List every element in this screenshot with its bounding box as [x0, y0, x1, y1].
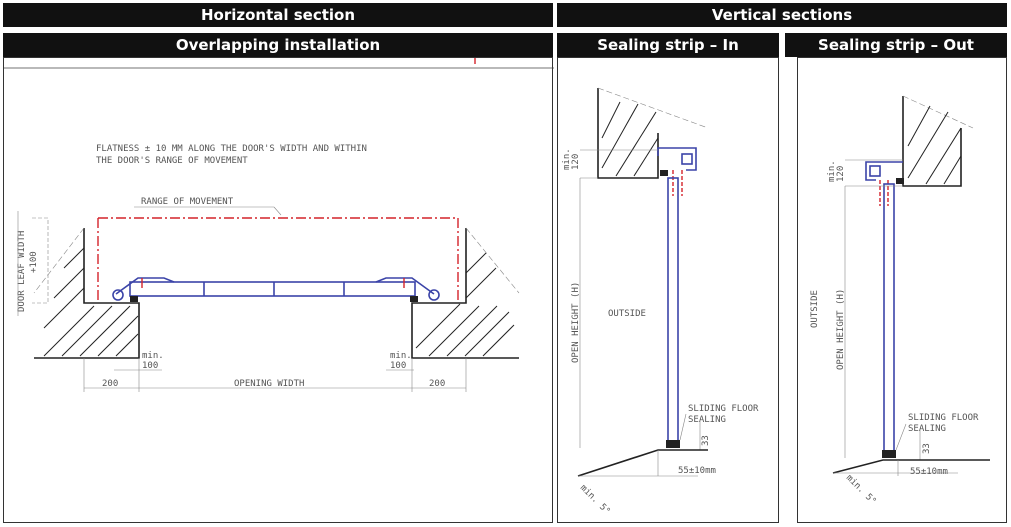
left-wall-outline — [34, 228, 140, 359]
header-vertical-sections: Vertical sections — [557, 3, 1007, 27]
right-wall-outline — [411, 228, 519, 359]
left-roller — [112, 289, 124, 301]
track-out-roller — [869, 165, 881, 177]
flatness-text-line1: FLATNESS ± 10 MM ALONG THE DOOR'S WIDTH … — [96, 144, 367, 154]
header-sealing-strip-in: Sealing strip – In — [557, 33, 779, 57]
track-in-roller — [681, 153, 693, 165]
right-guide-profile — [375, 277, 435, 295]
track-out-profile — [865, 161, 903, 181]
track-out-bracket — [896, 178, 904, 184]
sliding-floor-in-leader — [679, 413, 687, 441]
dim33-out: 33 — [922, 443, 932, 454]
header-overlapping-label: Overlapping installation — [175, 36, 381, 54]
right-roller — [428, 289, 440, 301]
header-overlapping-installation: Overlapping installation — [3, 33, 553, 57]
horizontal-section-drawing: FLATNESS ± 10 MM ALONG THE DOOR'S WIDTH … — [4, 58, 554, 392]
min5-in: min. 5° — [578, 483, 612, 517]
dim55-in: 55±10mm — [678, 466, 716, 476]
dim-200-right: 200 — [429, 379, 445, 389]
open-height-out-label: OPEN HEIGHT (H) — [836, 289, 846, 370]
door-leaf-out — [883, 183, 895, 453]
header-horizontal-label: Horizontal section — [200, 6, 356, 24]
sealing-out-drawing: min. 120 OPEN HEIGHT (H) OUTSIDE SLIDING… — [810, 95, 990, 507]
plus100-label: +100 — [29, 251, 39, 273]
sealing-strip-out-panel: min. 120 OPEN HEIGHT (H) OUTSIDE SLIDING… — [797, 57, 1007, 523]
outside-out-label: OUTSIDE — [810, 290, 820, 328]
min-left-value: 100 — [142, 361, 158, 371]
right-wall-break — [465, 227, 520, 294]
dim55-out: 55±10mm — [910, 467, 948, 477]
flatness-text-line2: THE DOOR'S RANGE OF MOVEMENT — [96, 156, 248, 166]
sliding-floor-in-line2: SEALING — [688, 415, 726, 425]
sliding-floor-out-line1: SLIDING FLOOR — [908, 413, 979, 423]
sealing-strip-in-panel: min. 120 OPEN HEIGHT (H) OUTSIDE SLIDING… — [557, 57, 779, 523]
floor-seal-in — [666, 440, 680, 448]
header-vertical-label: Vertical sections — [711, 6, 853, 24]
dim33-in: 33 — [701, 435, 711, 446]
header-seal-in-label: Sealing strip – In — [597, 36, 739, 54]
lintel-out-outline — [902, 96, 962, 187]
header-seal-out-label: Sealing strip – Out — [818, 36, 974, 54]
min-out-value: 120 — [836, 166, 846, 182]
min-out-label: min. — [827, 160, 837, 182]
door-leaf — [129, 281, 416, 297]
horizontal-section-panel: FLATNESS ± 10 MM ALONG THE DOOR'S WIDTH … — [3, 57, 554, 523]
left-wall-break — [33, 227, 85, 294]
floor-out-ramp — [832, 459, 990, 474]
door-leaf-width-label: DOOR LEAF WIDTH — [17, 231, 27, 312]
lintel-out-hatch — [907, 105, 962, 185]
sliding-floor-out-leader — [895, 423, 907, 451]
min5-out: min. 5° — [844, 473, 878, 507]
lintel-out-break — [902, 95, 974, 129]
door-leaf-in — [667, 177, 679, 443]
lintel-in-outline — [597, 88, 659, 179]
sliding-floor-in-line1: SLIDING FLOOR — [688, 404, 759, 414]
floor-seal-out — [882, 450, 896, 458]
min-in-label: min. — [562, 148, 572, 170]
right-wall-hatch — [415, 252, 515, 357]
track-in-profile — [657, 147, 697, 171]
sealing-in-drawing: min. 120 OPEN HEIGHT (H) OUTSIDE SLIDING… — [562, 87, 759, 517]
min-right-value: 100 — [390, 361, 406, 371]
left-bracket — [130, 296, 138, 302]
lintel-in-hatch — [601, 101, 659, 177]
lintel-in-break — [597, 87, 709, 129]
door-leaf-bracket — [32, 217, 49, 304]
left-guide-profile — [115, 277, 175, 295]
range-leader-tip — [273, 206, 282, 216]
header-horizontal-section: Horizontal section — [3, 3, 553, 27]
sliding-floor-out-line2: SEALING — [908, 424, 946, 434]
open-height-in-label: OPEN HEIGHT (H) — [571, 282, 581, 363]
track-in-bracket — [660, 170, 668, 176]
range-of-movement-label: RANGE OF MOVEMENT — [141, 197, 234, 207]
left-wall-hatch — [43, 247, 139, 357]
min-left-label: min. — [142, 351, 164, 361]
dim-200-left: 200 — [102, 379, 118, 389]
min-right-label: min. — [390, 351, 412, 361]
left-wall-fill — [34, 228, 139, 358]
outside-in-label: OUTSIDE — [608, 309, 646, 319]
right-bracket — [410, 296, 418, 302]
min-in-value: 120 — [571, 154, 581, 170]
header-sealing-strip-out: Sealing strip – Out — [785, 33, 1007, 57]
opening-width-label: OPENING WIDTH — [234, 379, 304, 389]
